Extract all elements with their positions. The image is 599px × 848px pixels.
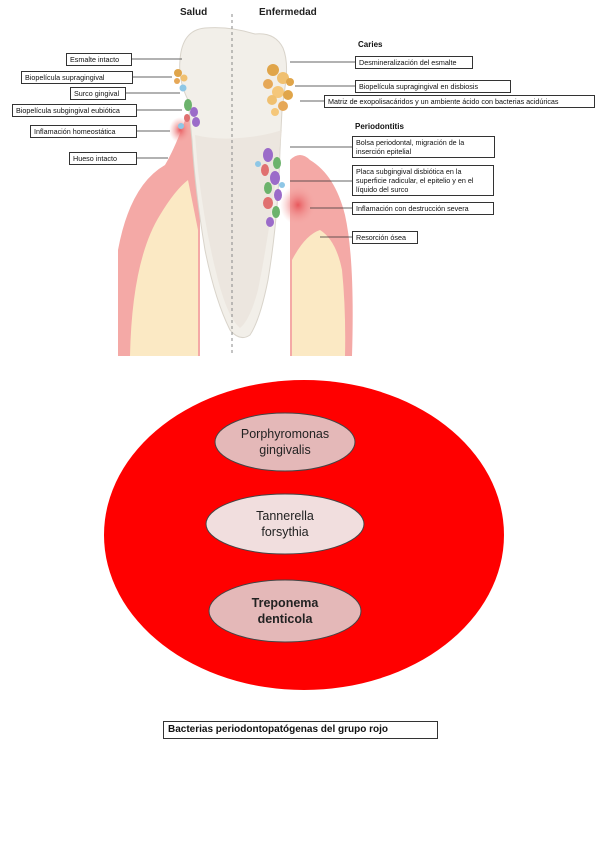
figure-caption: Bacterias periodontopatógenas del grupo … — [163, 721, 438, 739]
tooth-root-shading — [195, 130, 282, 328]
label-supragingival-dysbiosis: Biopelícula supragingival en disbiosis — [355, 80, 511, 93]
subgingival-biofilm — [178, 99, 200, 129]
label-periodontal-pocket: Bolsa periodontal, migración de la inser… — [352, 136, 495, 158]
bacteria-oval-1 — [214, 412, 356, 472]
bacteria-name-1: Porphyromonas gingivalis — [240, 427, 330, 457]
bacteria-oval-3 — [208, 579, 362, 643]
label-homeostatic-inflammation: Inflamación homeostática — [30, 125, 137, 138]
bacteria-name-2: Tannerella forsythia — [256, 509, 314, 539]
inflammation-spot-left — [169, 117, 191, 143]
bacteria-oval-2 — [205, 493, 365, 555]
caries-title: Caries — [358, 40, 383, 49]
bone-left — [130, 180, 198, 356]
leader-lines-left — [126, 58, 182, 159]
periodontitis-title: Periodontitis — [355, 122, 404, 131]
supragingival-biofilm — [174, 69, 188, 92]
red-complex-diagram — [104, 380, 504, 690]
label-intact-bone: Hueso intacto — [69, 152, 137, 165]
label-exopolysaccharide-matrix: Matriz de exopolisacáridos y un ambiente… — [324, 95, 595, 108]
label-intact-enamel: Esmalte intacto — [66, 53, 132, 66]
label-gingival-sulcus: Surco gingival — [70, 87, 126, 100]
leader-lines-right — [290, 61, 355, 238]
label-supragingival-biofilm: Biopelícula supragingival — [21, 71, 133, 84]
label-enamel-demineralization: Desmineralización del esmalte — [355, 56, 473, 69]
header-health: Salud — [180, 7, 208, 18]
bacteria-name-3: Treponema denticola — [251, 596, 319, 626]
label-severe-inflammation: Inflamación con destrucción severa — [352, 202, 494, 215]
header-disease: Enfermedad — [259, 7, 317, 18]
caries-plaque — [263, 64, 294, 116]
label-subgingival-biofilm: Biopelícula subgingival eubiótica — [12, 104, 137, 117]
tooth-diagram — [118, 14, 355, 356]
label-dysbiotic-subgingival-plaque: Placa subgingival disbiótica en la super… — [352, 165, 494, 196]
bone-right — [292, 230, 346, 356]
label-bone-resorption: Resorción ósea — [352, 231, 418, 244]
periodontal-pocket-biofilm — [255, 148, 285, 227]
inflammation-spot-right — [280, 185, 316, 225]
